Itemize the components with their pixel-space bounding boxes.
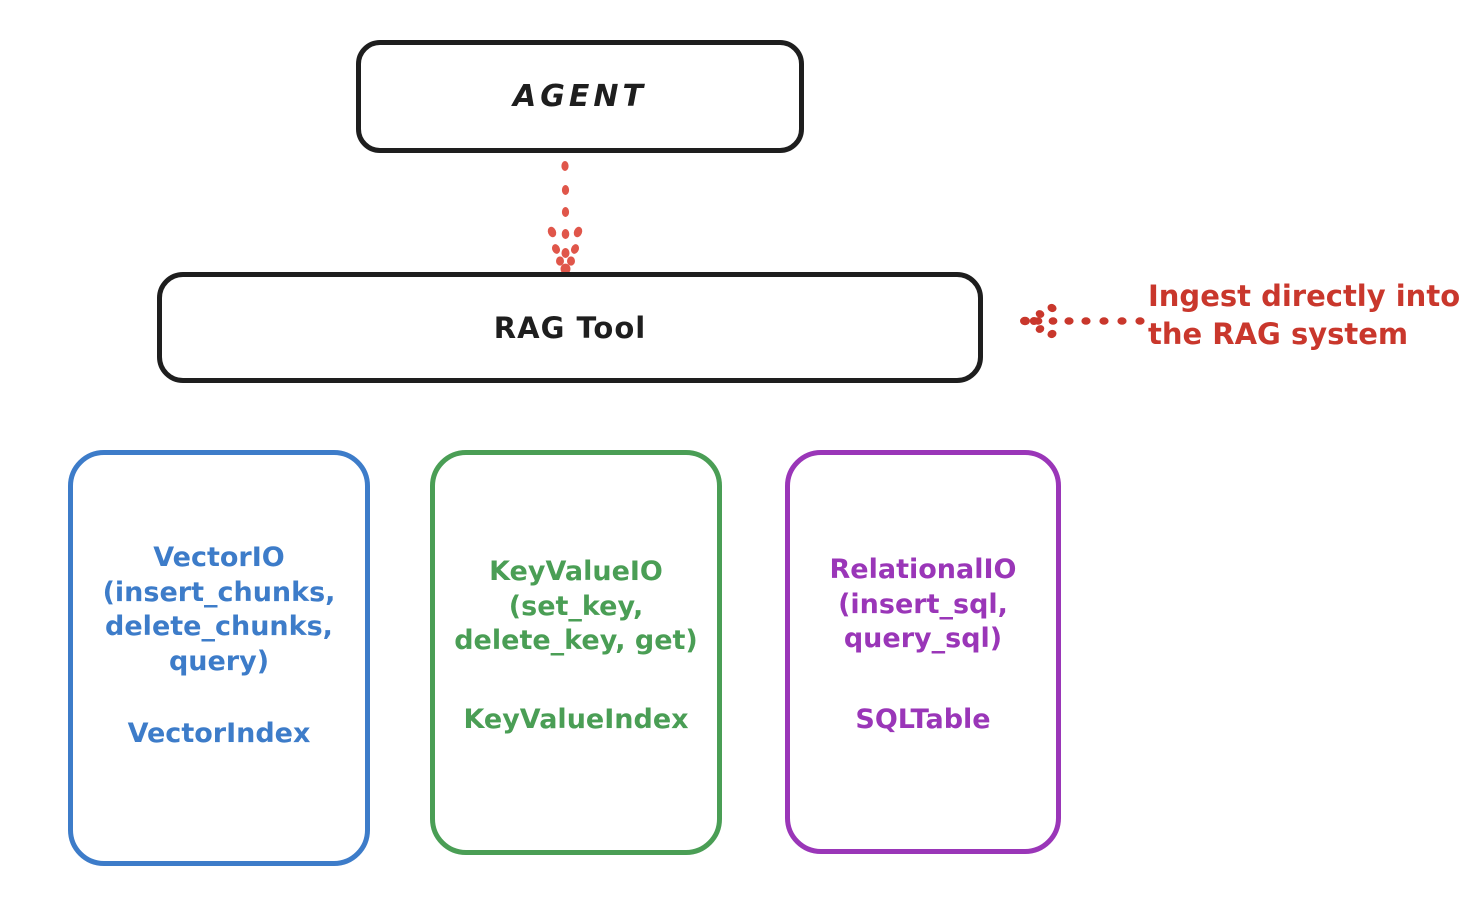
connector-agent-to-rag-tool bbox=[520, 150, 610, 280]
node-rag-tool-label: RAG Tool bbox=[493, 310, 647, 345]
vector-io-api-label: VectorIO (insert_chunks, delete_chunks, … bbox=[102, 542, 336, 677]
key-value-io-api-label: KeyValueIO (set_key, delete_key, get) bbox=[454, 556, 698, 657]
vector-io-index-label: VectorIndex bbox=[127, 718, 311, 750]
node-key-value-io[interactable]: KeyValueIO (set_key, delete_key, get) Ke… bbox=[430, 450, 722, 855]
connector-ingest-to-rag-tool bbox=[1012, 296, 1152, 346]
key-value-io-index-label: KeyValueIndex bbox=[463, 703, 689, 735]
node-agent[interactable]: AGENT bbox=[356, 40, 804, 153]
annotation-ingest-directly: Ingest directly into the RAG system bbox=[1148, 279, 1461, 352]
relational-io-index-label: SQLTable bbox=[855, 703, 991, 735]
node-vector-io[interactable]: VectorIO (insert_chunks, delete_chunks, … bbox=[68, 450, 370, 866]
node-relational-io[interactable]: RelationalIO (insert_sql, query_sql) SQL… bbox=[785, 450, 1061, 854]
node-agent-label: AGENT bbox=[513, 79, 647, 114]
relational-io-api-label: RelationalIO (insert_sql, query_sql) bbox=[829, 554, 1017, 655]
node-rag-tool[interactable]: RAG Tool bbox=[157, 272, 983, 383]
